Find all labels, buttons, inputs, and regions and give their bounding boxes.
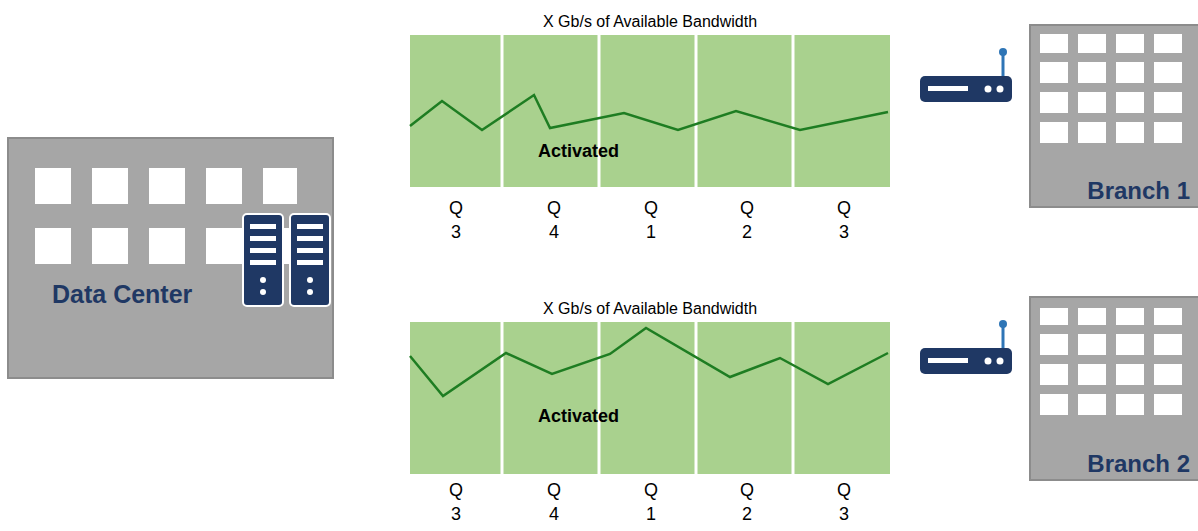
server-icon	[243, 214, 330, 306]
quarter-label: Q 3	[833, 478, 855, 526]
quarter-label: Q 1	[640, 196, 662, 244]
bandwidth-band	[410, 35, 890, 187]
quarter-label: Q 1	[640, 478, 662, 526]
quarter-label: Q 4	[543, 196, 565, 244]
quarter-label: Q 2	[736, 478, 758, 526]
quarter-label: Q 2	[736, 196, 758, 244]
quarter-label: Q 4	[543, 478, 565, 526]
branch-building	[1030, 297, 1198, 480]
band-heading: X Gb/s of Available Bandwidth	[410, 13, 890, 31]
bandwidth-band: X Gb/s of Available BandwidthActivated	[410, 35, 890, 187]
branch-building: Branch 2	[1030, 297, 1198, 480]
quarter-label: Q 3	[833, 196, 855, 244]
branch-building	[1030, 25, 1198, 207]
bandwidth-band	[410, 322, 890, 474]
building-label: Branch 2	[1087, 450, 1190, 478]
quarter-label: Q 3	[445, 196, 467, 244]
bandwidth-band: X Gb/s of Available BandwidthActivated	[410, 322, 890, 474]
router-icon	[920, 48, 1012, 102]
data-center-building: Data Center	[8, 138, 333, 378]
data-center-building	[8, 138, 333, 378]
router-icon	[920, 320, 1012, 374]
status-label: Activated	[538, 406, 678, 427]
building-label: Data Center	[52, 280, 222, 309]
branch-building: Branch 1	[1030, 25, 1198, 207]
quarter-label: Q 3	[445, 478, 467, 526]
building-label: Branch 1	[1087, 177, 1190, 205]
status-label: Activated	[538, 141, 678, 162]
band-heading: X Gb/s of Available Bandwidth	[410, 300, 890, 318]
